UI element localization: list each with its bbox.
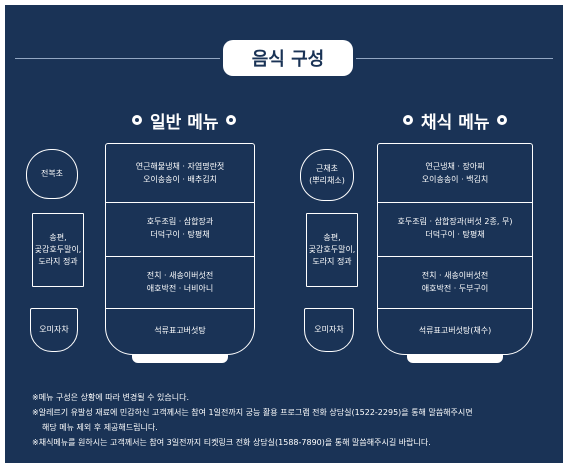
vegetarian-side-top: 근채초 (뿌리채소) xyxy=(300,149,354,201)
general-side-middle: 송편, 곶감호두말이, 도라지 정과 xyxy=(32,213,84,287)
vegetarian-menu-heading: 채식 메뉴 xyxy=(403,108,508,133)
menu-line: 더덕구이 · 탕평채 xyxy=(425,230,485,239)
row-divider xyxy=(378,256,532,257)
note-line: ※알레르기 유발성 재료에 민감하신 고객께서는 참여 1일전까지 궁능 활용 … xyxy=(32,408,473,417)
bullet-dot-icon xyxy=(497,115,508,125)
title-rule-left xyxy=(15,58,220,59)
general-side-bottom: 오미자차 xyxy=(30,308,78,352)
bullet-dot-icon xyxy=(403,115,413,125)
menu-line: 오이송송이 · 백김치 xyxy=(421,175,489,184)
vegetarian-row-2: 호두조림 · 삼합장과(버섯 2종, 무) 더덕구이 · 탕평채 xyxy=(378,206,532,250)
vegetarian-row-1: 연근냉채 · 장아찌 오이송송이 · 백김치 xyxy=(378,152,532,194)
title-rule-right xyxy=(356,58,553,59)
vegetarian-side-middle-text: 도라지 정과 xyxy=(312,257,352,266)
vegetarian-menu-title: 채식 메뉴 xyxy=(421,112,490,133)
general-row-3: 전치 · 새송이버섯전 애호박전 · 너비아니 xyxy=(106,260,254,304)
menu-line: 연근냉채 · 장아찌 xyxy=(425,162,485,171)
menu-line: 석류표고버섯탕(채수) xyxy=(418,325,492,335)
page-title: 음식 구성 xyxy=(223,40,353,76)
menu-line: 호두조림 · 삼합장과(버섯 2종, 무) xyxy=(397,217,513,226)
menu-line: 연근해물냉채 · 자염명란젓 xyxy=(135,162,225,171)
row-divider xyxy=(106,308,254,309)
vegetarian-side-middle-text: 곶감호두말이, xyxy=(308,245,356,254)
menu-line: 호두조림 · 삼합장과 xyxy=(146,217,214,226)
vegetarian-side-bottom: 오미자차 xyxy=(304,308,354,352)
vegetarian-bowl-base xyxy=(407,355,503,363)
general-menu-bowl: 연근해물냉채 · 자염명란젓 오이송송이 · 배추김치 호두조림 · 삼합장과 … xyxy=(105,143,255,355)
vegetarian-row-3: 전치 · 새송이버섯전 애호박전 · 두부구이 xyxy=(378,260,532,304)
notes-block: ※메뉴 구성은 상황에 따라 변경될 수 있습니다. ※알레르기 유발성 재료에… xyxy=(32,390,552,450)
row-divider xyxy=(378,308,532,309)
general-menu-title: 일반 메뉴 xyxy=(150,112,219,133)
note-line: ※채식메뉴를 원하시는 고객께서는 참여 3일전까지 티켓링크 전화 상담실(1… xyxy=(32,438,431,447)
row-divider xyxy=(106,202,254,203)
vegetarian-side-top-text: (뿌리채소) xyxy=(309,176,345,185)
menu-line: 전치 · 새송이버섯전 xyxy=(146,271,214,280)
menu-composition-panel: 음식 구성 일반 메뉴 전복초 송편, 곶감호두말이, 도라지 정과 오미자차 … xyxy=(5,5,563,463)
general-row-2: 호두조림 · 삼합장과 더덕구이 · 탕평채 xyxy=(106,206,254,250)
general-menu-heading: 일반 메뉴 xyxy=(132,108,237,133)
row-divider xyxy=(378,202,532,203)
menu-line: 석류표고버섯탕 xyxy=(154,325,206,335)
general-row-1: 연근해물냉채 · 자염명란젓 오이송송이 · 배추김치 xyxy=(106,152,254,194)
general-side-bottom-text: 오미자차 xyxy=(39,325,69,334)
vegetarian-row-4: 석류표고버섯탕(채수) xyxy=(378,312,532,348)
note-line: 해당 메뉴 제외 후 제공해드립니다. xyxy=(42,423,158,432)
row-divider xyxy=(106,256,254,257)
vegetarian-side-middle: 송편, 곶감호두말이, 도라지 정과 xyxy=(306,213,358,287)
general-side-top: 전복초 xyxy=(26,149,78,199)
general-row-4: 석류표고버섯탕 xyxy=(106,312,254,348)
menu-line: 애호박전 · 두부구이 xyxy=(421,284,489,293)
vegetarian-side-middle-text: 송편, xyxy=(323,233,341,242)
menu-line: 오이송송이 · 배추김치 xyxy=(143,175,217,184)
general-bowl-base xyxy=(132,355,228,363)
general-side-middle-text: 송편, xyxy=(49,233,67,242)
general-side-middle-text: 도라지 정과 xyxy=(38,257,78,266)
menu-line: 애호박전 · 너비아니 xyxy=(146,284,214,293)
bullet-dot-icon xyxy=(226,115,237,125)
general-side-top-text: 전복초 xyxy=(40,169,64,178)
menu-line: 전치 · 새송이버섯전 xyxy=(421,271,489,280)
menu-line: 더덕구이 · 탕평채 xyxy=(150,230,210,239)
vegetarian-side-top-text: 근채초 xyxy=(315,164,339,173)
general-side-middle-text: 곶감호두말이, xyxy=(34,245,82,254)
vegetarian-side-bottom-text: 오미자차 xyxy=(314,325,344,334)
bullet-dot-icon xyxy=(132,115,142,125)
vegetarian-menu-bowl: 연근냉채 · 장아찌 오이송송이 · 백김치 호두조림 · 삼합장과(버섯 2종… xyxy=(377,143,533,355)
note-line: ※메뉴 구성은 상황에 따라 변경될 수 있습니다. xyxy=(32,393,189,402)
